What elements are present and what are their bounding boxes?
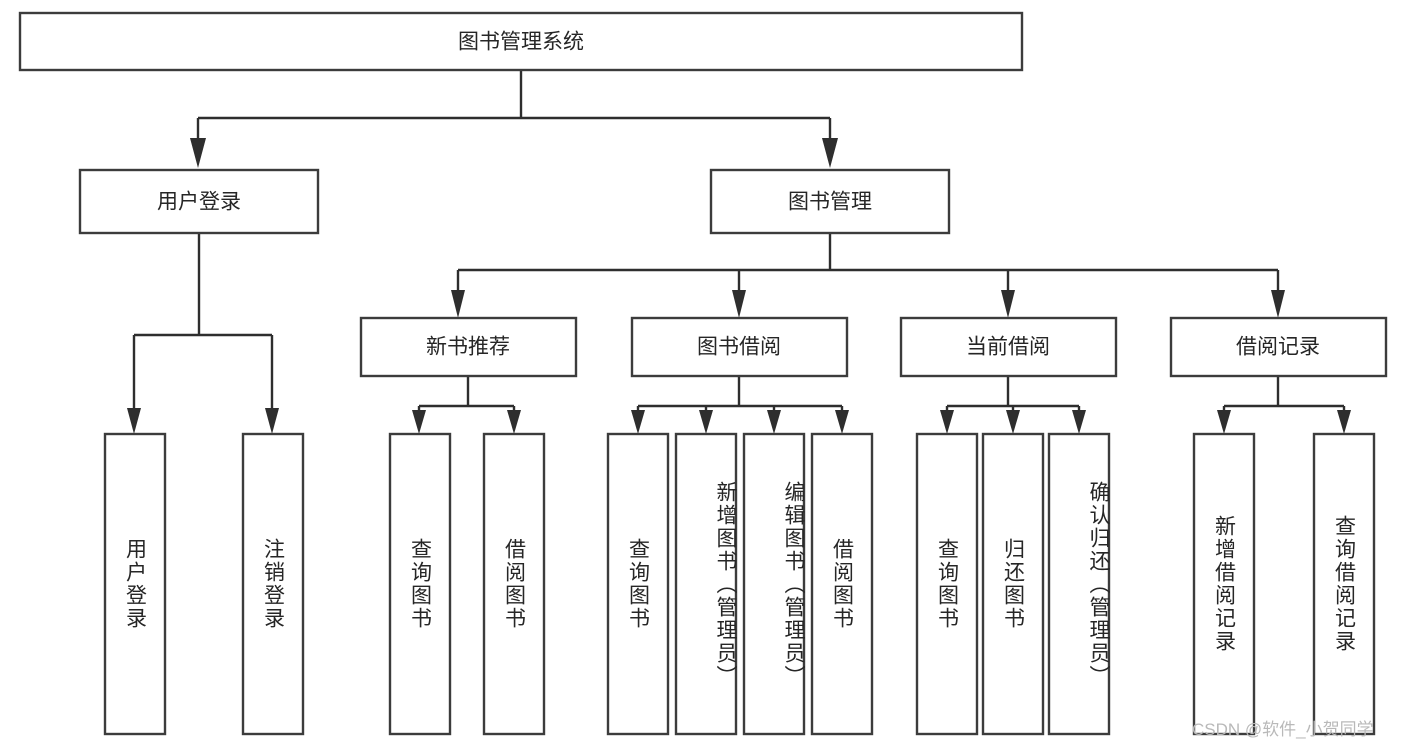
node-borrow-record[interactable]: 借阅记录 [1169,316,1388,378]
arrow-head-leaf-book-borrow-2 [767,410,781,434]
node-new-book-recommend[interactable]: 新书推荐 [359,316,578,378]
arrow-head-leaf-new-book-0 [412,410,426,434]
leaf-rect-current-borrow-1[interactable] [981,432,1045,736]
node-borrow-record-label: 借阅记录 [1236,336,1320,359]
node-book-manage-label: 图书管理 [788,191,872,214]
leaf-rect-book-borrow-1[interactable] [674,432,738,736]
node-user-login[interactable]: 用户登录 [78,168,320,235]
leaf-rect-new-book-1[interactable] [482,432,546,736]
arrow-head-new-book [451,290,465,318]
node-current-borrow[interactable]: 当前借阅 [899,316,1118,378]
node-root[interactable]: 图书管理系统 [18,11,1024,72]
node-root-label: 图书管理系统 [458,31,584,54]
connector-group-root [190,70,838,168]
arrow-head-leaf-user-login-1 [265,408,279,434]
arrow-head-leaf-new-book-1 [507,410,521,434]
leaf-rect-borrow-record-1[interactable] [1312,432,1376,736]
arrow-head-leaf-current-borrow-1 [1006,410,1020,434]
node-book-manage-rect[interactable] [709,168,951,235]
leaf-rect-borrow-record-0[interactable] [1192,432,1256,736]
arrow-head-leaf-book-borrow-3 [835,410,849,434]
leaf-rect-book-borrow-3[interactable] [810,432,874,736]
node-new-book-recommend-rect[interactable] [359,316,578,378]
node-root-rect[interactable] [18,11,1024,72]
arrow-head-current-borrow [1001,290,1015,318]
connector-group-borrow-record [1217,376,1351,434]
leaf-rect-current-borrow-2[interactable] [1047,432,1111,736]
connector-group-new-book [412,376,521,434]
arrow-head-leaf-borrow-record-0 [1217,410,1231,434]
leaf-rect-user-login-0[interactable] [103,432,167,736]
connector-group-user-login [127,233,279,434]
leaf-rect-book-borrow-0[interactable] [606,432,670,736]
arrow-head-book-borrow [732,290,746,318]
node-book-borrow[interactable]: 图书借阅 [630,316,849,378]
arrow-head-leaf-borrow-record-1 [1337,410,1351,434]
node-book-borrow-label: 图书借阅 [697,336,781,359]
leaf-rect-group [103,432,1376,736]
leaf-rect-new-book-0[interactable] [388,432,452,736]
arrow-head-leaf-current-borrow-2 [1072,410,1086,434]
node-current-borrow-rect[interactable] [899,316,1118,378]
leaf-rect-current-borrow-0[interactable] [915,432,979,736]
arrow-head-borrow-record [1271,290,1285,318]
connector-group-current-borrow [940,376,1086,434]
node-new-book-recommend-label: 新书推荐 [426,336,510,359]
node-user-login-rect[interactable] [78,168,320,235]
node-book-manage[interactable]: 图书管理 [709,168,951,235]
arrow-head-leaf-user-login-0 [127,408,141,434]
leaf-rect-book-borrow-2[interactable] [742,432,806,736]
watermark-text: CSDN @软件_小贺同学 [1192,720,1374,739]
arrow-head-user-login [190,138,206,168]
arrow-head-leaf-current-borrow-0 [940,410,954,434]
connector-group-book-manage [451,233,1285,318]
node-user-login-label: 用户登录 [157,191,241,214]
connector-group-book-borrow [631,376,849,434]
node-borrow-record-rect[interactable] [1169,316,1388,378]
arrow-head-leaf-book-borrow-0 [631,410,645,434]
arrow-head-book-manage [822,138,838,168]
node-current-borrow-label: 当前借阅 [966,336,1050,359]
arrow-head-leaf-book-borrow-1 [699,410,713,434]
node-book-borrow-rect[interactable] [630,316,849,378]
leaf-rect-user-login-1[interactable] [241,432,305,736]
